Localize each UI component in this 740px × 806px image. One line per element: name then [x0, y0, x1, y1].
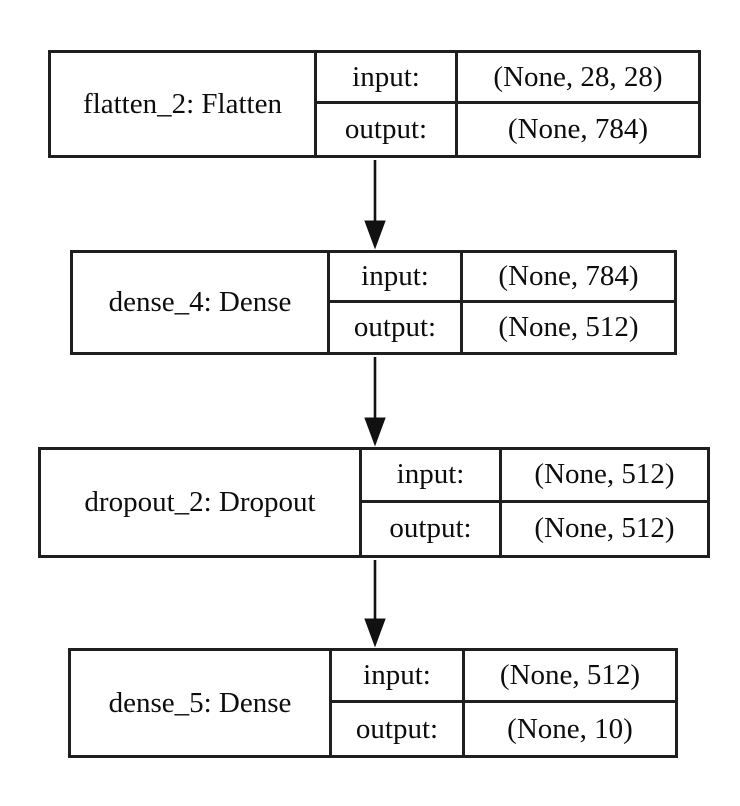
- layer-name: dropout_2: Dropout: [41, 450, 362, 555]
- input-shape: (None, 512): [465, 651, 675, 703]
- edge-arrow-dropout2-to-dense5: [364, 560, 386, 648]
- edge-arrow-flatten2-to-dense4: [364, 160, 386, 250]
- output-shape: (None, 512): [534, 512, 675, 545]
- output-label: output:: [317, 104, 458, 155]
- layer-node-dense-4: dense_4: Dense input: (None, 784) output…: [70, 250, 677, 355]
- input-label: input:: [362, 450, 502, 503]
- input-label: input:: [332, 651, 465, 703]
- output-label: output:: [330, 302, 463, 352]
- input-shape: (None, 28, 28): [458, 53, 698, 104]
- output-shape: (None, 512): [498, 310, 639, 343]
- layer-name: dense_5: Dense: [71, 651, 332, 755]
- layer-node-flatten-2: flatten_2: Flatten input: (None, 28, 28)…: [48, 50, 701, 158]
- output-shape: (None, 784): [507, 113, 649, 145]
- output-label: output:: [362, 502, 502, 555]
- input-label: input:: [317, 53, 458, 104]
- layer-name: flatten_2: Flatten: [51, 53, 317, 155]
- layer-name: dense_4: Dense: [73, 253, 330, 352]
- input-shape: (None, 784): [463, 253, 674, 303]
- input-label: input:: [330, 253, 463, 303]
- edge-arrow-dense4-to-dropout2: [364, 357, 386, 447]
- input-shape: (None, 512): [502, 450, 707, 503]
- layer-node-dense-5: dense_5: Dense input: (None, 512) output…: [68, 648, 678, 758]
- output-shape: (None, 10): [507, 712, 633, 745]
- output-label: output:: [332, 703, 465, 755]
- layer-node-dropout-2: dropout_2: Dropout input: (None, 512) ou…: [38, 447, 710, 558]
